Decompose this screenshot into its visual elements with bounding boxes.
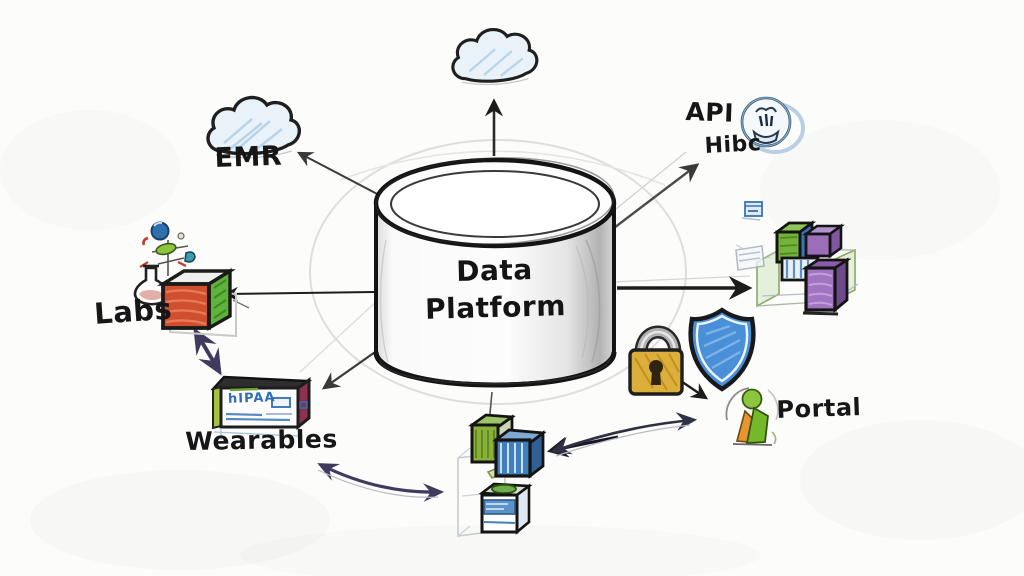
server-sketch-icon <box>735 244 771 271</box>
arrow-to-emr <box>296 151 384 198</box>
paper-texture <box>0 110 1024 576</box>
arrow-servers-portal <box>550 412 698 455</box>
arrow-echo-line <box>317 469 439 498</box>
wearable-device-text: hIPAA <box>227 390 276 407</box>
wearable-device-box-icon <box>210 375 312 440</box>
server-stack-icon <box>457 413 547 537</box>
database-cylinder-icon <box>373 157 617 388</box>
emr-label: EMR <box>214 140 283 174</box>
molecule-icon <box>139 221 196 276</box>
cube-icon <box>157 267 237 338</box>
padlock-icon <box>628 325 684 396</box>
arrow-to-api <box>609 163 700 232</box>
wearables-label: Wearables <box>185 424 338 456</box>
app-window-icon <box>741 201 763 221</box>
api-label-line2: Hibc <box>704 131 762 159</box>
central-label-line1: Data <box>455 253 534 289</box>
shield-icon <box>688 307 756 392</box>
central-label-line2: Platform <box>424 289 567 326</box>
arrow-to-labs <box>223 286 375 301</box>
arrow-to-wearables <box>321 349 379 390</box>
cloud-icon <box>206 95 302 159</box>
portal-label: Portal <box>776 393 862 424</box>
arrow-labs-wearables <box>193 327 222 376</box>
globe-api-icon <box>740 96 805 154</box>
central-node-label: Data Platform <box>394 249 596 328</box>
person-icon <box>725 387 779 446</box>
api-label-line1: API <box>684 97 735 128</box>
labs-label: Labs <box>93 291 174 331</box>
cloud-icon <box>451 27 539 86</box>
arrow-wearables-servers <box>317 463 445 502</box>
arrow-echo-line-2 <box>555 424 691 457</box>
construction-lines <box>299 139 751 405</box>
cube-cluster-icon <box>756 220 859 316</box>
